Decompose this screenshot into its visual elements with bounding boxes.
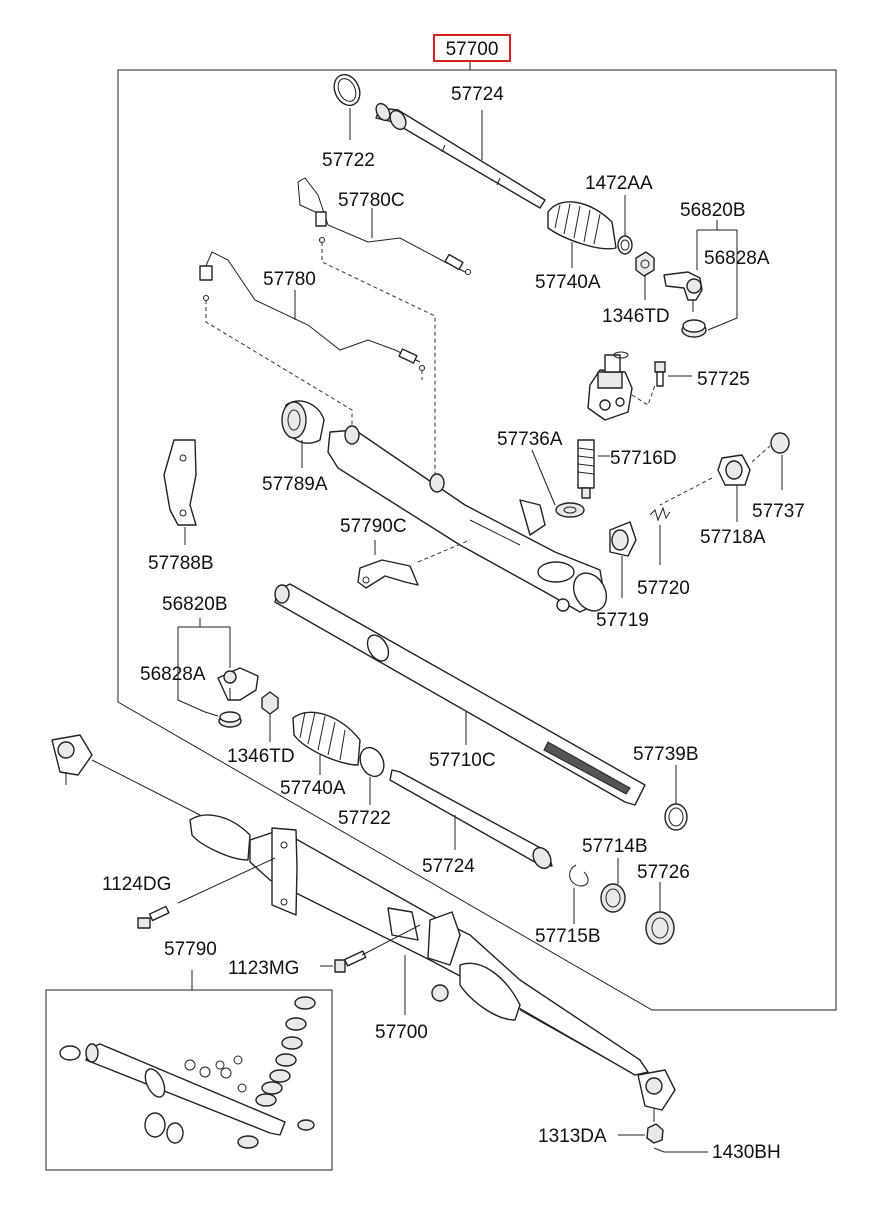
label-57720[interactable]: 57720	[637, 578, 690, 599]
label-57780C[interactable]: 57780C	[338, 190, 405, 211]
plate-57718A-drawing	[717, 454, 751, 486]
label-56820B-left[interactable]: 56820B	[162, 594, 228, 615]
label-57740A-top[interactable]: 57740A	[535, 272, 601, 293]
nut-1346TD-mid-drawing	[261, 691, 279, 715]
label-1313DA[interactable]: 1313DA	[538, 1126, 607, 1147]
pipe-57780-drawing	[199, 251, 425, 371]
label-57715B[interactable]: 57715B	[535, 926, 601, 947]
assembly-boundary	[117, 69, 837, 1011]
label-57710C[interactable]: 57710C	[429, 750, 496, 771]
dust-cover-56828A-left-drawing	[218, 711, 242, 728]
label-57719[interactable]: 57719	[596, 610, 649, 631]
assembly-label[interactable]: 57700	[446, 39, 499, 60]
kit-57790-contents-drawing	[59, 996, 316, 1149]
bolt-57725-drawing	[654, 361, 666, 387]
valve-57725-drawing	[587, 351, 633, 421]
label-57737[interactable]: 57737	[752, 501, 805, 522]
seal-57736A-drawing	[555, 502, 585, 518]
boot-57740A-mid-drawing	[292, 711, 361, 766]
valve-57716D-drawing	[577, 439, 595, 499]
bracket-57788B-drawing	[163, 439, 197, 526]
label-57780[interactable]: 57780	[263, 269, 316, 290]
assembly-label-highlight[interactable]	[433, 34, 511, 62]
dust-cover-56828A-right-drawing	[681, 319, 707, 338]
tie-rod-end-56820B-left-drawing	[217, 667, 259, 701]
label-57722-top[interactable]: 57722	[322, 150, 375, 171]
label-57724-mid[interactable]: 57724	[422, 856, 475, 877]
label-1430BH[interactable]: 1430BH	[712, 1142, 781, 1163]
bolt-1124DG-drawing	[137, 905, 170, 929]
circlip-57715B-drawing	[569, 864, 589, 887]
ring-57739B-drawing	[664, 803, 688, 831]
kit-57790-box	[45, 989, 333, 1171]
label-1124DG[interactable]: 1124DG	[102, 874, 171, 895]
label-57700-bottom[interactable]: 57700	[375, 1022, 428, 1043]
label-1346TD-top[interactable]: 1346TD	[602, 306, 670, 327]
label-57788B[interactable]: 57788B	[148, 553, 214, 574]
label-56828A-left[interactable]: 56828A	[140, 664, 206, 685]
label-57790C[interactable]: 57790C	[340, 516, 407, 537]
label-1346TD-mid[interactable]: 1346TD	[227, 746, 295, 767]
rack-57710C-drawing	[274, 583, 646, 806]
clamp-57722-mid-drawing	[359, 746, 385, 778]
cotter-pin-1430BH-drawing	[653, 1147, 665, 1153]
label-57790[interactable]: 57790	[164, 939, 217, 960]
label-57718A[interactable]: 57718A	[700, 527, 766, 548]
label-1472AA[interactable]: 1472AA	[585, 173, 653, 194]
cap-57737-drawing	[770, 432, 790, 454]
spring-57720-drawing	[649, 506, 671, 522]
yoke-57719-drawing	[609, 521, 637, 557]
label-57736A[interactable]: 57736A	[497, 429, 563, 450]
tie-rod-57724-top-drawing	[375, 102, 546, 209]
clip-1472AA-drawing	[617, 235, 633, 255]
label-57725[interactable]: 57725	[697, 369, 750, 390]
full-rack-assembly-drawing	[51, 734, 676, 1122]
bracket-57790C-drawing	[357, 559, 419, 589]
tie-rod-57724-mid-drawing	[389, 769, 553, 870]
nut-1346TD-top-drawing	[635, 251, 655, 277]
label-57726[interactable]: 57726	[637, 862, 690, 883]
label-56828A-right[interactable]: 56828A	[704, 248, 770, 269]
label-57739B[interactable]: 57739B	[633, 744, 699, 765]
nut-1313DA-drawing	[646, 1123, 664, 1144]
bushing-57726-drawing	[645, 911, 675, 945]
label-56820B-right[interactable]: 56820B	[680, 200, 746, 221]
label-57724-top[interactable]: 57724	[451, 84, 504, 105]
bushing-57714B-drawing	[600, 883, 626, 913]
label-57789A[interactable]: 57789A	[262, 474, 328, 495]
bolt-1123MG-drawing	[334, 950, 367, 973]
clamp-57722-top-drawing	[333, 73, 361, 107]
label-57740A-mid[interactable]: 57740A	[280, 778, 346, 799]
gear-housing-drawing	[327, 425, 608, 613]
label-57714B[interactable]: 57714B	[582, 836, 648, 857]
boot-57740A-top-drawing	[547, 201, 617, 250]
label-1123MG[interactable]: 1123MG	[228, 958, 299, 979]
tie-rod-end-56820B-right-drawing	[663, 271, 703, 312]
sleeve-57789A-drawing	[281, 400, 325, 444]
label-57722-mid[interactable]: 57722	[338, 808, 391, 829]
label-57716D[interactable]: 57716D	[610, 448, 677, 469]
